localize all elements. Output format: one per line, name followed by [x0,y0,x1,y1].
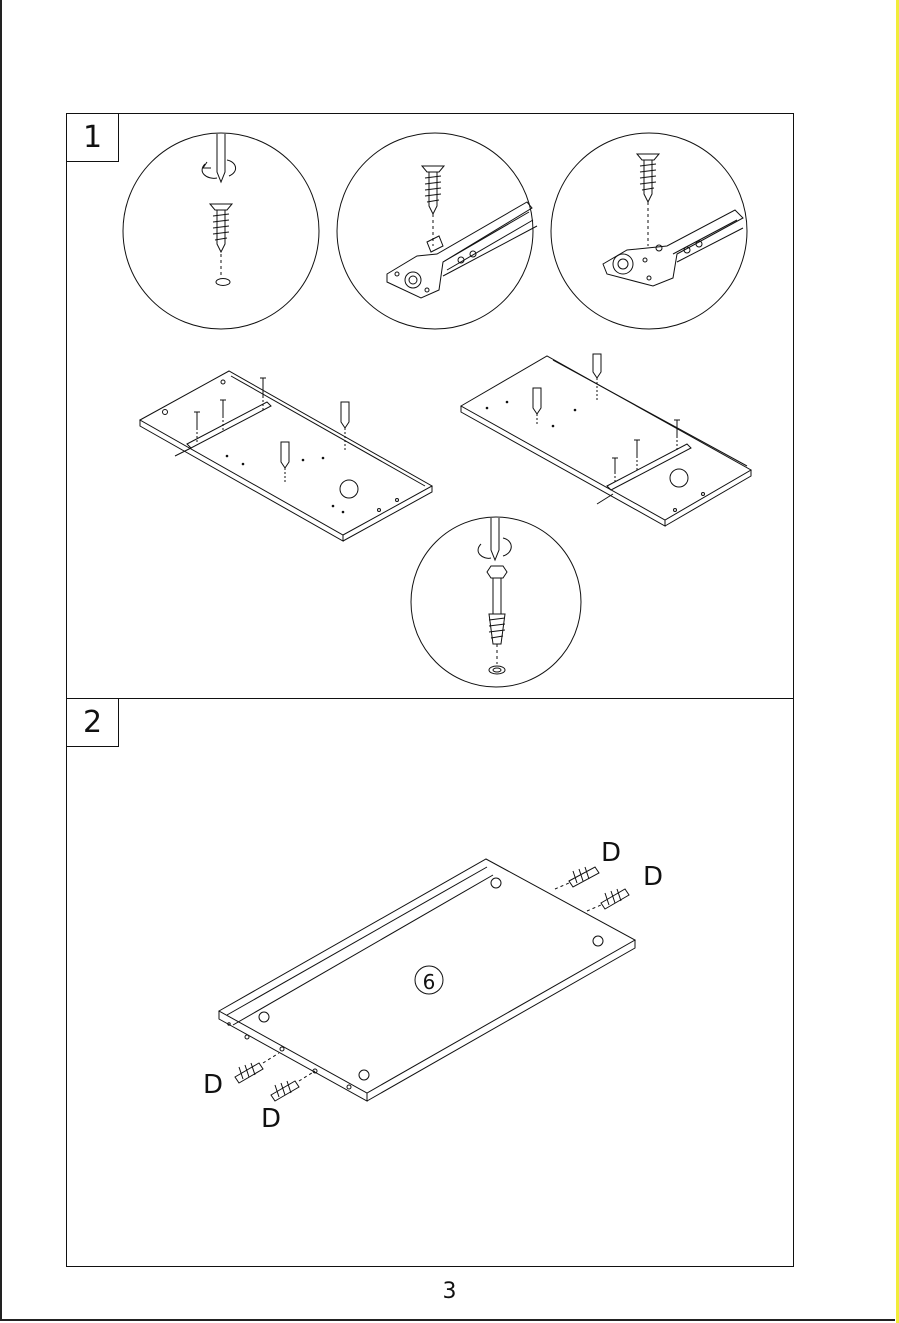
wooden-dowel-icon [587,889,629,911]
detail-circle-cam-bolt [411,517,581,687]
screw-icon [637,154,659,202]
screw-icon [210,204,232,252]
wooden-dowel-icon [555,867,599,889]
detail-circle-runner-left [337,133,537,329]
drawer-runner-icon [187,402,271,448]
board-right [461,354,751,526]
board-left [140,371,432,541]
cam-bolt-icon [593,354,601,400]
cam-bolt-icon [487,566,507,644]
page-number: 3 [0,1279,899,1304]
dowel-label-d: D [261,1104,281,1134]
cam-bolt-icon [281,442,289,484]
cam-bolt-icon [533,388,541,426]
detail-circle-screw-into-board [123,133,319,329]
dowel-label-d: D [643,862,663,892]
drawer-runner-icon [387,202,537,298]
drawer-runner-icon [603,210,743,286]
screw-icon [422,166,444,214]
panel-number-label: 6 [423,970,436,994]
drawer-runner-icon [607,444,691,490]
screw-icon [674,420,680,452]
step-1-illustration [67,114,795,700]
screw-icon [220,400,226,432]
step-1-panel: 1 [66,113,794,699]
screw-icon [612,458,618,484]
screwdriver-icon [202,134,235,182]
screwdriver-icon [478,518,511,560]
screw-icon [634,440,640,470]
detail-circle-runner-right [551,133,747,329]
step-2-panel: 2 6 [66,698,794,1267]
dowel-label-d: D [203,1070,223,1100]
wooden-dowel-icon [271,1071,315,1101]
wooden-dowel-icon [235,1053,279,1083]
step-2-illustration: 6 D D D D [67,699,795,1268]
dowel-label-d: D [601,838,621,868]
